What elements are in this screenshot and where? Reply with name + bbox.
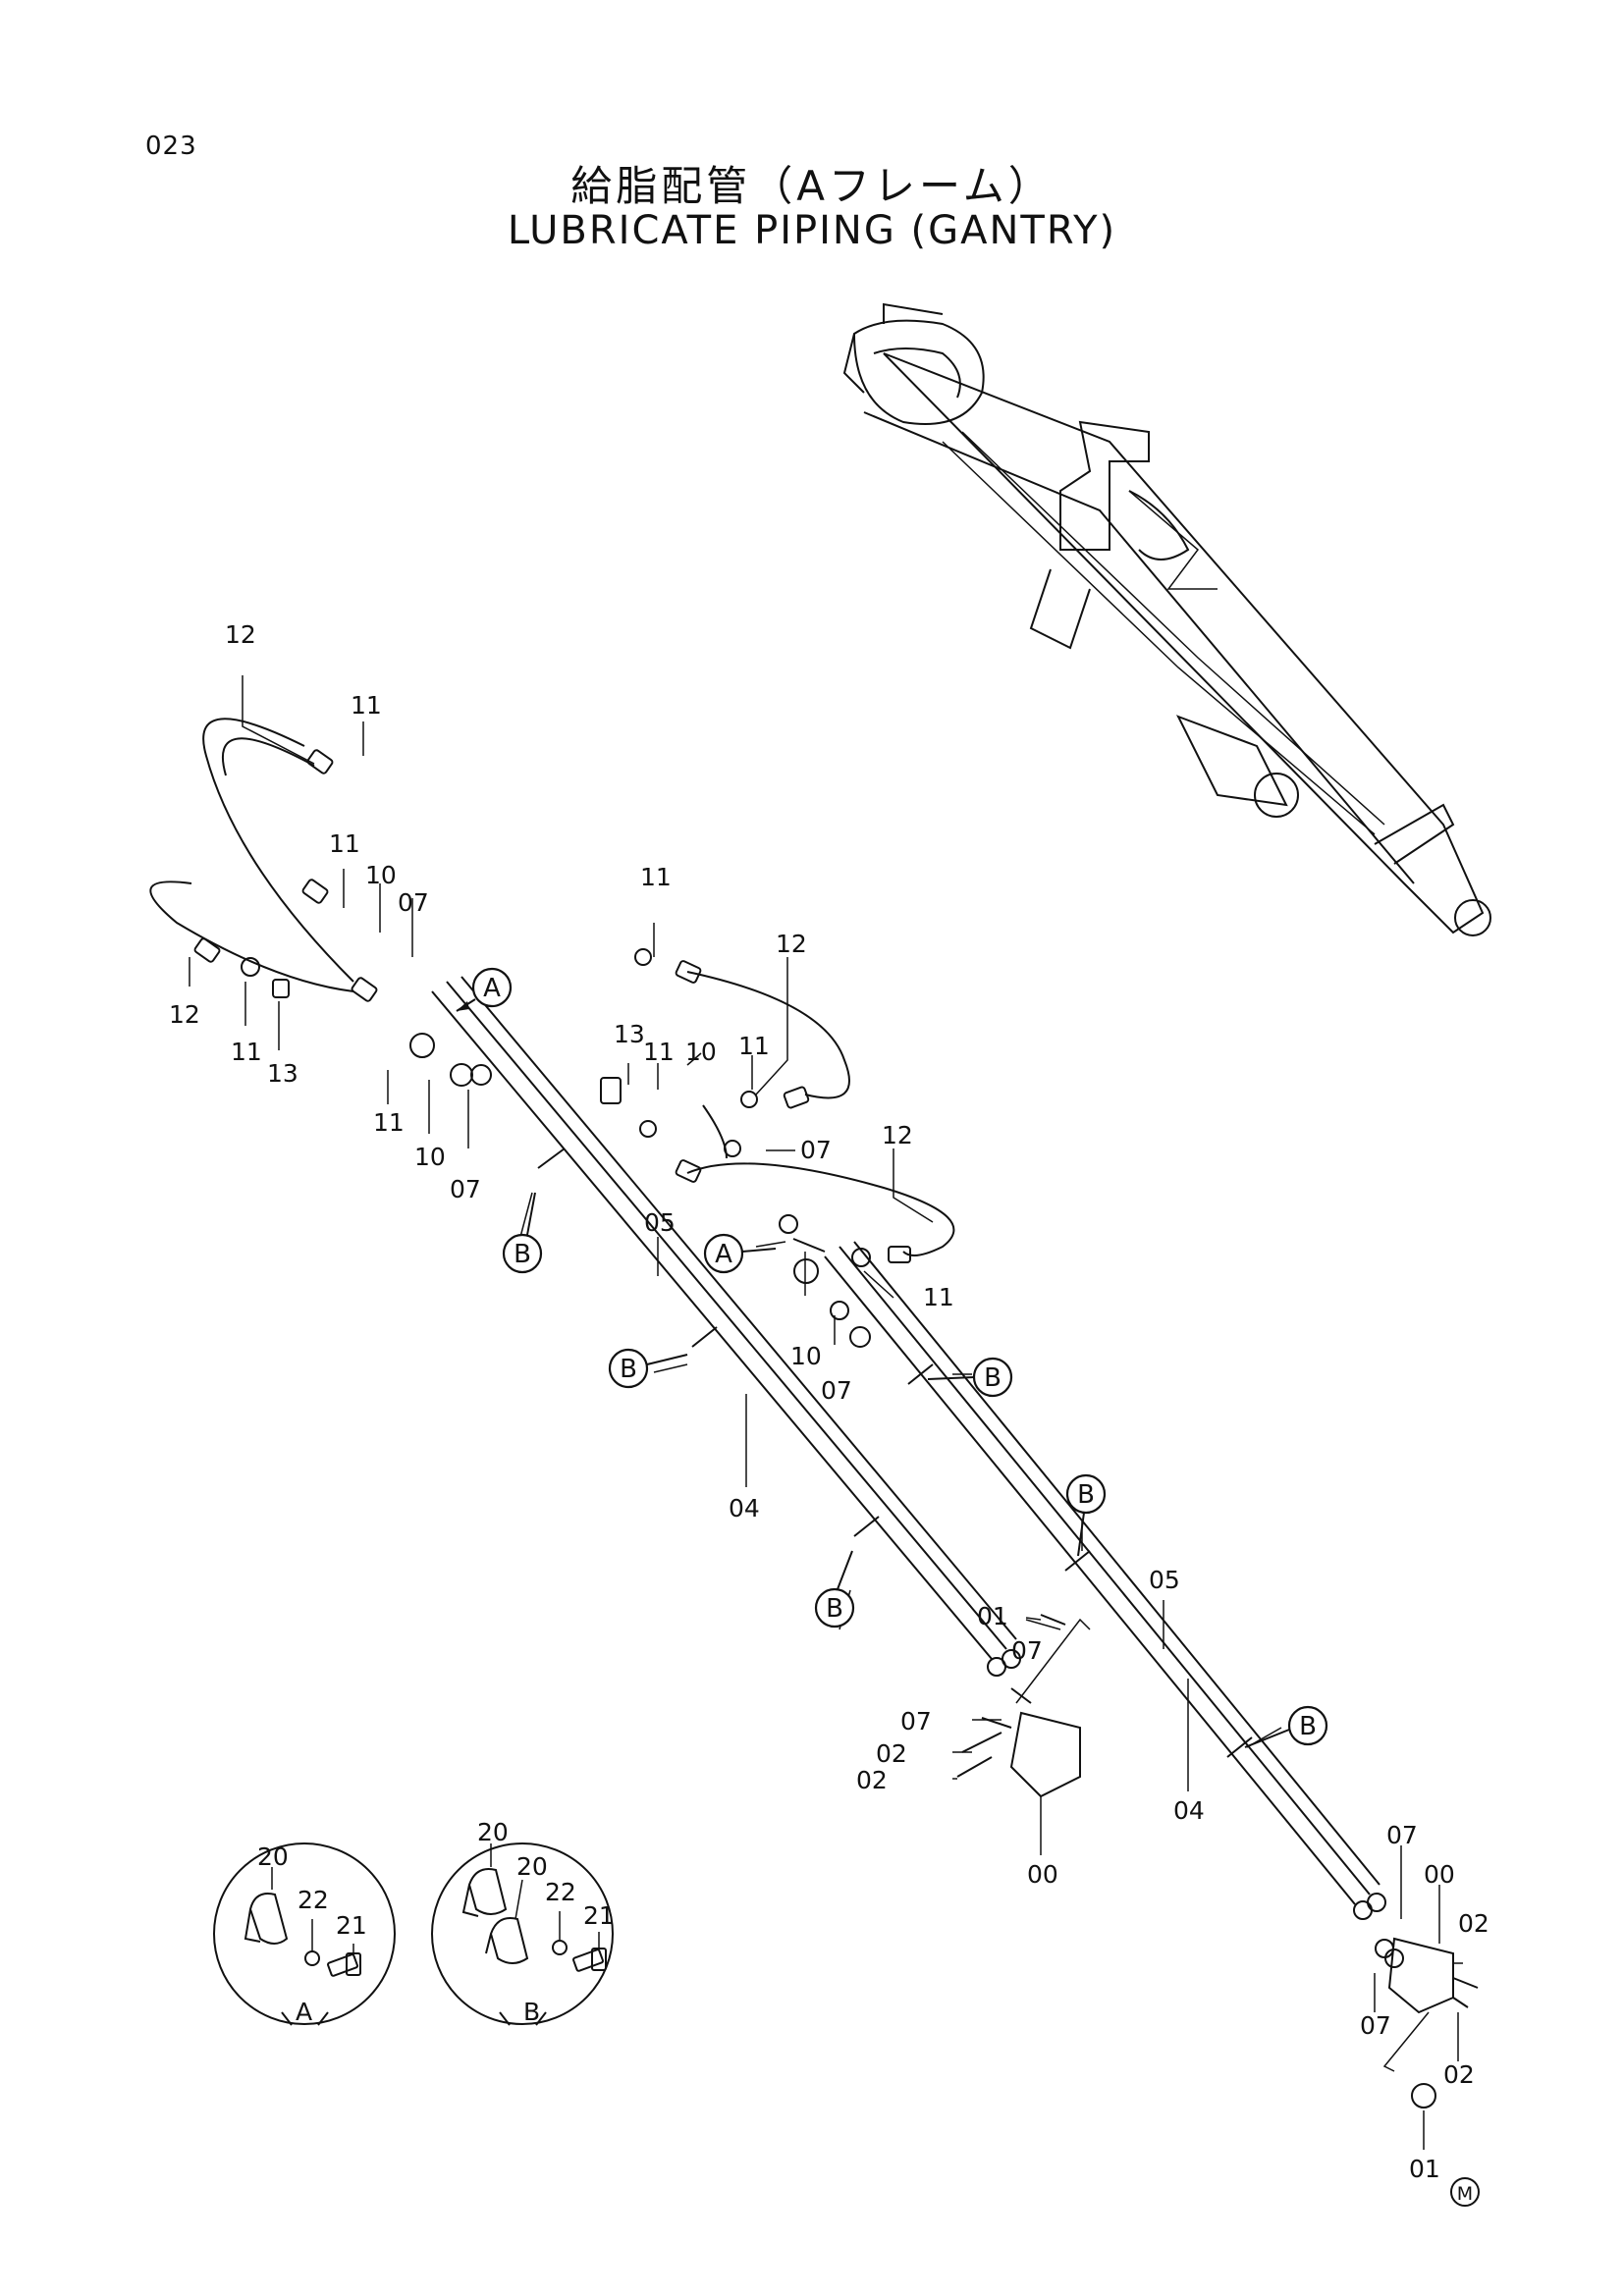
svg-text:B: B [826, 1594, 843, 1624]
callout-b-2: B [608, 1348, 688, 1389]
callout-markers: A B B B A B B B [456, 967, 1328, 1748]
part-label: 07 [900, 1707, 932, 1735]
part-label: 11 [640, 863, 672, 891]
part-label: 07 [398, 888, 429, 917]
part-label: 05 [1149, 1566, 1180, 1594]
part-label: 07 [821, 1376, 852, 1405]
part-label: 02 [876, 1739, 907, 1768]
title-japanese: 給脂配管（Aフレーム） [570, 162, 1054, 210]
part-label: 05 [644, 1208, 676, 1237]
part-number-labels: 12 11 11 10 07 12 11 13 11 10 07 05 04 1… [169, 620, 1489, 2183]
right-pipe-assembly [600, 948, 1479, 2109]
left-pipe-assembly [149, 718, 1091, 1798]
part-label: 04 [1173, 1796, 1205, 1825]
m-mark: M [1450, 2177, 1480, 2207]
part-label: 02 [856, 1766, 888, 1794]
part-label: 11 [351, 691, 382, 720]
part-label: 13 [267, 1059, 298, 1088]
callout-b-3: B [814, 1550, 855, 1629]
part-label: 11 [738, 1032, 770, 1060]
part-label: 07 [1386, 1821, 1418, 1849]
svg-text:B: B [1077, 1480, 1095, 1510]
part-label: 10 [790, 1342, 822, 1370]
part-label: 11 [231, 1038, 262, 1066]
detail-a-letter: A [296, 1998, 312, 2026]
part-label: 20 [477, 1818, 509, 1846]
svg-text:A: A [483, 974, 501, 1003]
part-label: 01 [1409, 2155, 1440, 2183]
part-label: 07 [450, 1175, 481, 1203]
svg-text:B: B [620, 1355, 637, 1384]
callout-b-1: B [502, 1192, 543, 1274]
svg-text:A: A [715, 1240, 732, 1269]
part-label: 22 [298, 1886, 329, 1914]
detail-b-letter: B [523, 1998, 540, 2026]
leader-lines [189, 675, 1463, 2150]
detail-view-a: 20 22 21 A [213, 1842, 396, 2026]
svg-text:B: B [1299, 1712, 1317, 1741]
page-number: 023 [145, 132, 197, 161]
part-label: 21 [336, 1911, 367, 1940]
part-label: 10 [414, 1143, 446, 1171]
part-label: 07 [1011, 1636, 1043, 1665]
gantry-overview-illustration [842, 302, 1491, 936]
part-label: 22 [545, 1878, 576, 1906]
part-label: 12 [169, 1000, 200, 1029]
callout-a-right: A [703, 1233, 777, 1274]
part-label: 00 [1424, 1860, 1455, 1889]
part-label: 07 [800, 1136, 832, 1164]
part-label: 11 [643, 1038, 675, 1066]
part-label: 20 [516, 1852, 548, 1881]
svg-text:B: B [514, 1240, 531, 1269]
part-label: 04 [729, 1494, 760, 1522]
part-label: 21 [583, 1901, 615, 1930]
callout-a-left: A [456, 967, 513, 1012]
part-label: 02 [1443, 2060, 1475, 2089]
svg-text:M: M [1457, 2183, 1473, 2205]
part-label: 20 [257, 1842, 289, 1871]
callout-b-6: B [1244, 1705, 1328, 1748]
part-label: 10 [685, 1038, 717, 1066]
part-label: 11 [923, 1283, 954, 1311]
svg-text:B: B [984, 1363, 1001, 1393]
part-label: 00 [1027, 1860, 1058, 1889]
part-label: 11 [373, 1108, 405, 1137]
part-label: 10 [365, 861, 397, 889]
title-english: LUBRICATE PIPING (GANTRY) [507, 208, 1117, 253]
part-label: 01 [977, 1602, 1008, 1630]
part-label: 13 [614, 1020, 645, 1048]
callout-b-4: B [927, 1357, 1013, 1398]
part-label: 12 [776, 930, 807, 958]
detail-view-b: 20 20 22 21 B [431, 1818, 615, 2026]
callout-b-5: B [1065, 1473, 1107, 1557]
part-label: 07 [1360, 2011, 1391, 2040]
part-label: 11 [329, 829, 360, 858]
part-label: 12 [882, 1121, 913, 1149]
part-label: 12 [225, 620, 256, 649]
part-label: 02 [1458, 1909, 1489, 1938]
